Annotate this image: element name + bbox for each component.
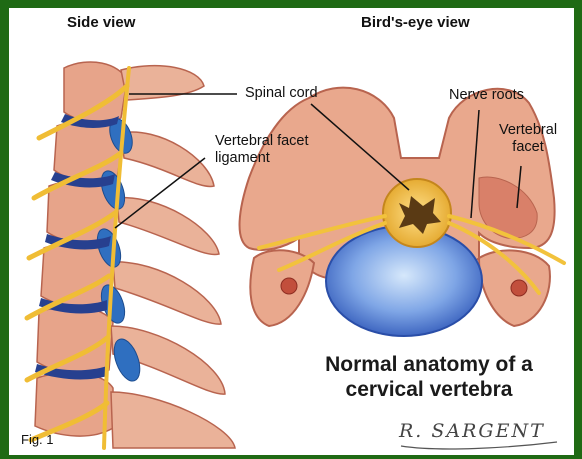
spinous-processes	[111, 66, 235, 448]
nerve-roots-label: Nerve roots	[449, 87, 524, 104]
figure-number: Fig. 1	[21, 432, 54, 447]
vertebral-facet-label-line1: Vertebral	[499, 122, 557, 139]
caption-line1: Normal anatomy of a	[291, 352, 567, 377]
spinal-cord-label: Spinal cord	[245, 85, 318, 102]
birds-eye-view-title: Bird's-eye view	[361, 14, 470, 31]
facet-ligament-label: Vertebral facet ligament	[215, 133, 309, 167]
vertebral-facet-label-line2: facet	[499, 139, 557, 156]
vertebral-facet-label: Vertebral facet	[499, 122, 557, 156]
artist-signature: R. SARGENT	[399, 420, 545, 442]
facet-ligament-label-line1: Vertebral facet	[215, 133, 309, 150]
figure-caption: Normal anatomy of a cervical vertebra	[291, 352, 567, 402]
illustration-panel: Side view Bird's-eye view Spinal cord Ve…	[9, 8, 574, 455]
caption-line2: cervical vertebra	[291, 377, 567, 402]
side-view-title: Side view	[67, 14, 135, 31]
side-view-spine	[27, 62, 235, 448]
facet-ligament-label-line2: ligament	[215, 150, 309, 167]
